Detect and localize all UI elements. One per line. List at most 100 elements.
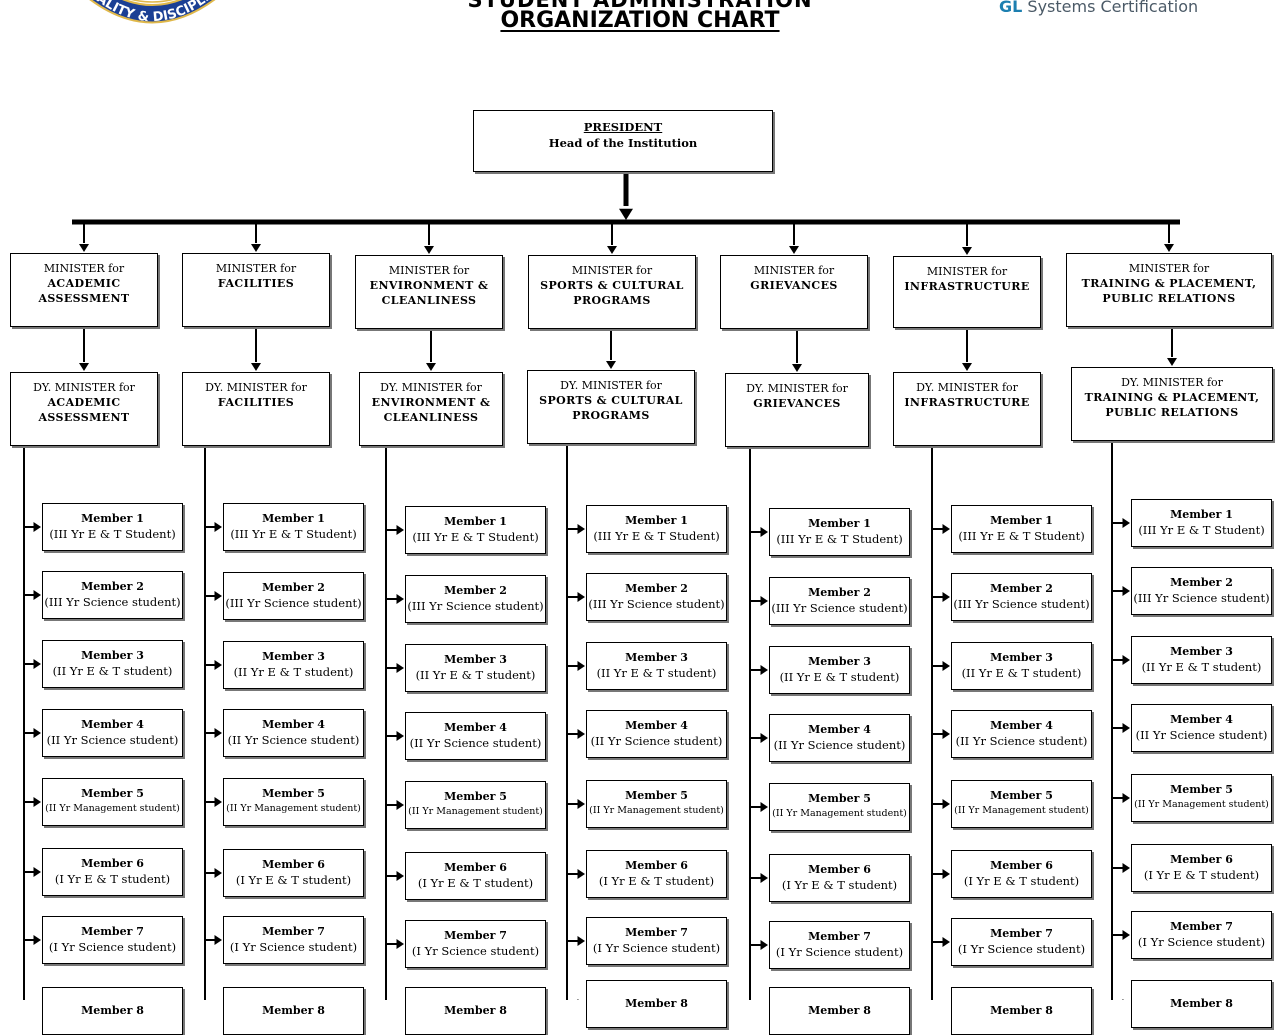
member-label: Member 6 (808, 863, 871, 876)
deputy-arrow (962, 363, 972, 371)
member-arrow (577, 869, 585, 879)
member-label: Member 5 (444, 790, 507, 803)
member-label: Member 3 (1170, 645, 1233, 658)
member-box: Member 7(I Yr Science student) (223, 916, 364, 964)
minister-arrow (251, 244, 261, 252)
member-box: Member 3(II Yr E & T student) (1131, 636, 1272, 684)
page-header: QUALITY & DISCIPLINE STUDENT ADMINISTRAT… (0, 0, 1280, 60)
member-arrow (33, 590, 41, 600)
minister-portfolio: INFRASTRUCTURE (904, 280, 1030, 293)
member-detail: (II Yr Science student) (955, 734, 1088, 748)
member-arrow (214, 868, 222, 878)
minister-portfolio: ASSESSMENT (38, 292, 130, 305)
member-arrow (760, 873, 768, 883)
minister-portfolio: SPORTS & CULTURAL (540, 279, 684, 292)
member-detail: (II Yr Management student) (772, 808, 907, 819)
member-arrow (760, 665, 768, 675)
member-arrow (214, 660, 222, 670)
member-detail: (III Yr E & T Student) (776, 532, 903, 546)
member-detail: (III Yr Science student) (1133, 591, 1270, 605)
minister-portfolio: CLEANLINESS (381, 294, 477, 307)
president-subtitle: Head of the Institution (548, 136, 698, 150)
certification-logo: GL Systems Certification (995, 0, 1198, 36)
member-label: Member 8 (262, 1004, 325, 1017)
member-label: Member 3 (81, 649, 144, 662)
member-arrow (214, 522, 222, 532)
member-box: Member 4(II Yr Science student) (1131, 704, 1272, 752)
member-box: Member 8 (769, 987, 910, 1035)
member-label: Member 7 (81, 925, 144, 938)
member-box: Member 6(I Yr E & T student) (405, 852, 546, 900)
member-box: Member 8 (223, 987, 364, 1035)
member-detail: (II Yr Management student) (45, 803, 180, 814)
minister-label: MINISTER for (926, 265, 1008, 278)
member-box: Member 5(II Yr Management student) (1131, 774, 1272, 822)
deputy-arrow (79, 363, 89, 371)
member-label: Member 7 (1170, 920, 1233, 933)
member-label: Member 2 (808, 586, 871, 599)
member-label: Member 4 (262, 718, 325, 731)
member-arrow (214, 935, 222, 945)
member-box: Member 6(I Yr E & T student) (223, 849, 364, 897)
deputy-label: DY. MINISTER for (746, 382, 848, 395)
deputy-portfolio: PUBLIC RELATIONS (1105, 406, 1239, 419)
minister-label: MINISTER for (1128, 262, 1210, 275)
member-label: Member 1 (81, 512, 144, 525)
member-label: Member 6 (625, 859, 688, 872)
member-box: Member 6(I Yr E & T student) (951, 850, 1092, 898)
minister-arrow (424, 246, 434, 254)
member-box: Member 2(III Yr Science student) (951, 573, 1092, 621)
member-label: Member 2 (444, 584, 507, 597)
minister-label: MINISTER for (753, 264, 835, 277)
member-label: Member 3 (262, 650, 325, 663)
member-detail: (II Yr Science student) (409, 736, 542, 750)
member-arrow (396, 525, 404, 535)
deputy-portfolio: ASSESSMENT (38, 411, 130, 424)
member-arrow (214, 591, 222, 601)
member-detail: (I Yr E & T student) (235, 873, 352, 887)
member-arrow (760, 527, 768, 537)
member-box: Member 4(II Yr Science student) (42, 709, 183, 757)
member-arrow (33, 935, 41, 945)
member-box: Member 7(I Yr Science student) (586, 917, 727, 965)
member-detail: (I Yr Science student) (775, 945, 904, 959)
deputy-arrow (792, 364, 802, 372)
member-detail: (II Yr E & T student) (779, 670, 900, 684)
deputy-arrow (606, 361, 616, 369)
member-label: Member 8 (444, 1004, 507, 1017)
minister-label: MINISTER for (388, 264, 470, 277)
deputy-arrow (426, 363, 436, 371)
member-box: Member 7(I Yr Science student) (769, 921, 910, 969)
member-detail: (III Yr E & T Student) (593, 529, 720, 543)
member-arrow (33, 797, 41, 807)
member-label: Member 7 (262, 925, 325, 938)
minister-portfolio: ENVIRONMENT & (369, 279, 489, 292)
member-label: Member 1 (1170, 508, 1233, 521)
member-detail: (III Yr Science student) (588, 597, 725, 611)
member-arrow (214, 728, 222, 738)
member-arrow (577, 936, 585, 946)
member-arrow (577, 592, 585, 602)
member-box: Member 8 (586, 980, 727, 1028)
deputy-arrow (1167, 358, 1177, 366)
member-box: Member 4(II Yr Science student) (769, 714, 910, 762)
member-box: Member 1 (III Yr E & T Student) (42, 503, 183, 551)
member-detail: (I Yr Science student) (411, 944, 540, 958)
member-detail: (III Yr E & T Student) (49, 527, 176, 541)
member-label: Member 4 (81, 718, 144, 731)
minister-portfolio: TRAINING & PLACEMENT, (1081, 277, 1257, 290)
member-box: Member 1(III Yr E & T Student) (1131, 499, 1272, 547)
member-arrow (760, 940, 768, 950)
deputy-label: DY. MINISTER for (205, 381, 307, 394)
deputy-portfolio: GRIEVANCES (753, 397, 841, 410)
member-detail: (I Yr E & T student) (1143, 868, 1260, 882)
member-detail: (III Yr E & T Student) (958, 529, 1085, 543)
member-detail: (I Yr E & T student) (781, 878, 898, 892)
member-detail: (II Yr E & T student) (233, 665, 354, 679)
member-arrow (396, 871, 404, 881)
deputy-portfolio: ACADEMIC (47, 396, 121, 409)
member-label: Member 4 (990, 719, 1053, 732)
